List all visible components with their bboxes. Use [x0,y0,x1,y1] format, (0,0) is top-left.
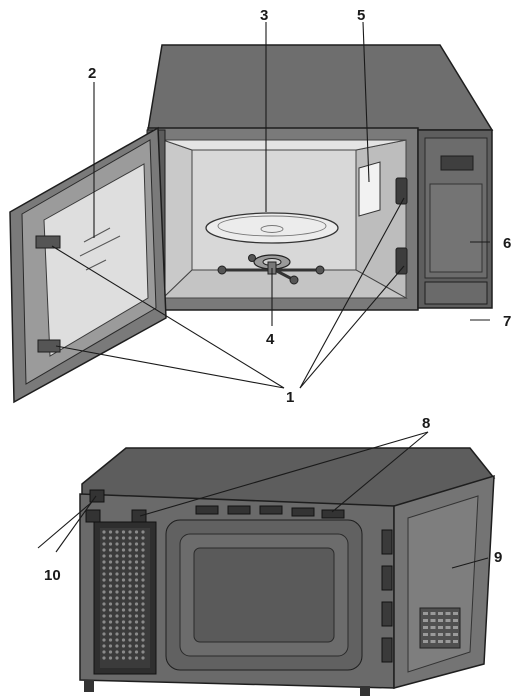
callout-5: 5 [357,7,365,24]
control-panel [417,129,493,309]
latch-hole-upper [395,177,408,205]
leader-lines [37,21,490,569]
callout-7: 7 [503,313,511,330]
callout-labels: 1 2 3 4 5 6 7 8 9 10 [44,7,511,584]
front-view [9,44,494,404]
callout-9: 9 [494,549,502,566]
callout-4: 4 [266,331,275,348]
vent-hole-pattern [102,530,458,660]
callout-10: 10 [44,567,61,584]
callout-8: 8 [422,415,430,432]
door-latch-lower [37,339,61,353]
callout-6: 6 [503,235,511,252]
glass-turntable [205,212,339,244]
power-cord-outlet [89,489,105,503]
top-vents [195,505,345,519]
callout-1: 1 [286,389,294,406]
callout-3: 3 [260,7,268,24]
door-window [43,163,149,357]
door-release-button [424,281,488,305]
display-window [440,155,474,171]
cavity-back-wall [191,149,357,271]
door-latch-upper [35,235,61,249]
cabinet-top [147,44,494,131]
latch-hole-lower [395,247,408,275]
door [9,126,167,404]
cavity-ceiling [162,139,407,151]
callout-2: 2 [88,65,96,82]
waveguide-cover [358,161,381,217]
